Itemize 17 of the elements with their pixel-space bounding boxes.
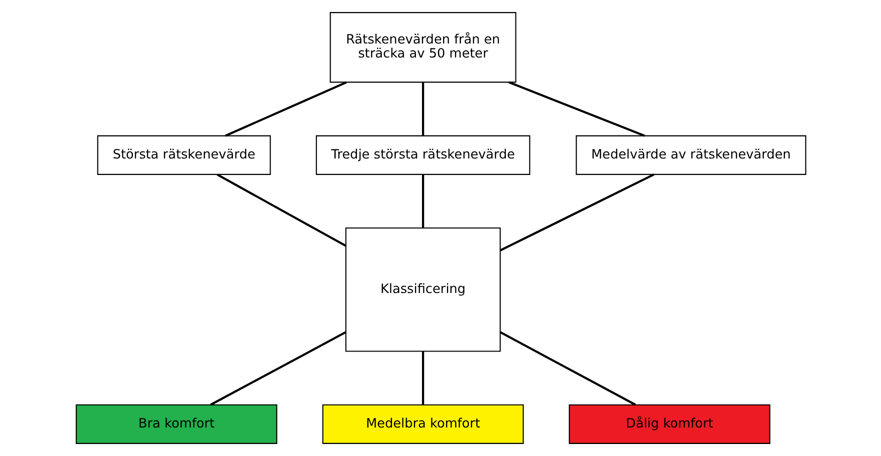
node-box: Klassificering	[344, 227, 500, 352]
connector	[499, 331, 636, 406]
node-box: Medelvärde av rätskenevärden	[575, 135, 806, 175]
node-box: Rätskenevärden från en sträcka av 50 meter	[329, 12, 516, 83]
connector	[421, 82, 424, 136]
connector	[216, 174, 346, 247]
node-box: Dålig komfort	[568, 404, 770, 444]
connector	[421, 351, 424, 405]
connector	[210, 331, 346, 406]
connector	[224, 81, 346, 137]
connector	[499, 173, 654, 252]
node-box: Största rätskenevärde	[96, 135, 270, 175]
connector	[508, 81, 644, 137]
connector	[421, 174, 424, 228]
node-box: Bra komfort	[75, 404, 277, 444]
node-box: Medelbra komfort	[322, 404, 524, 444]
node-box: Tredje största rätskenevärde	[315, 135, 530, 175]
